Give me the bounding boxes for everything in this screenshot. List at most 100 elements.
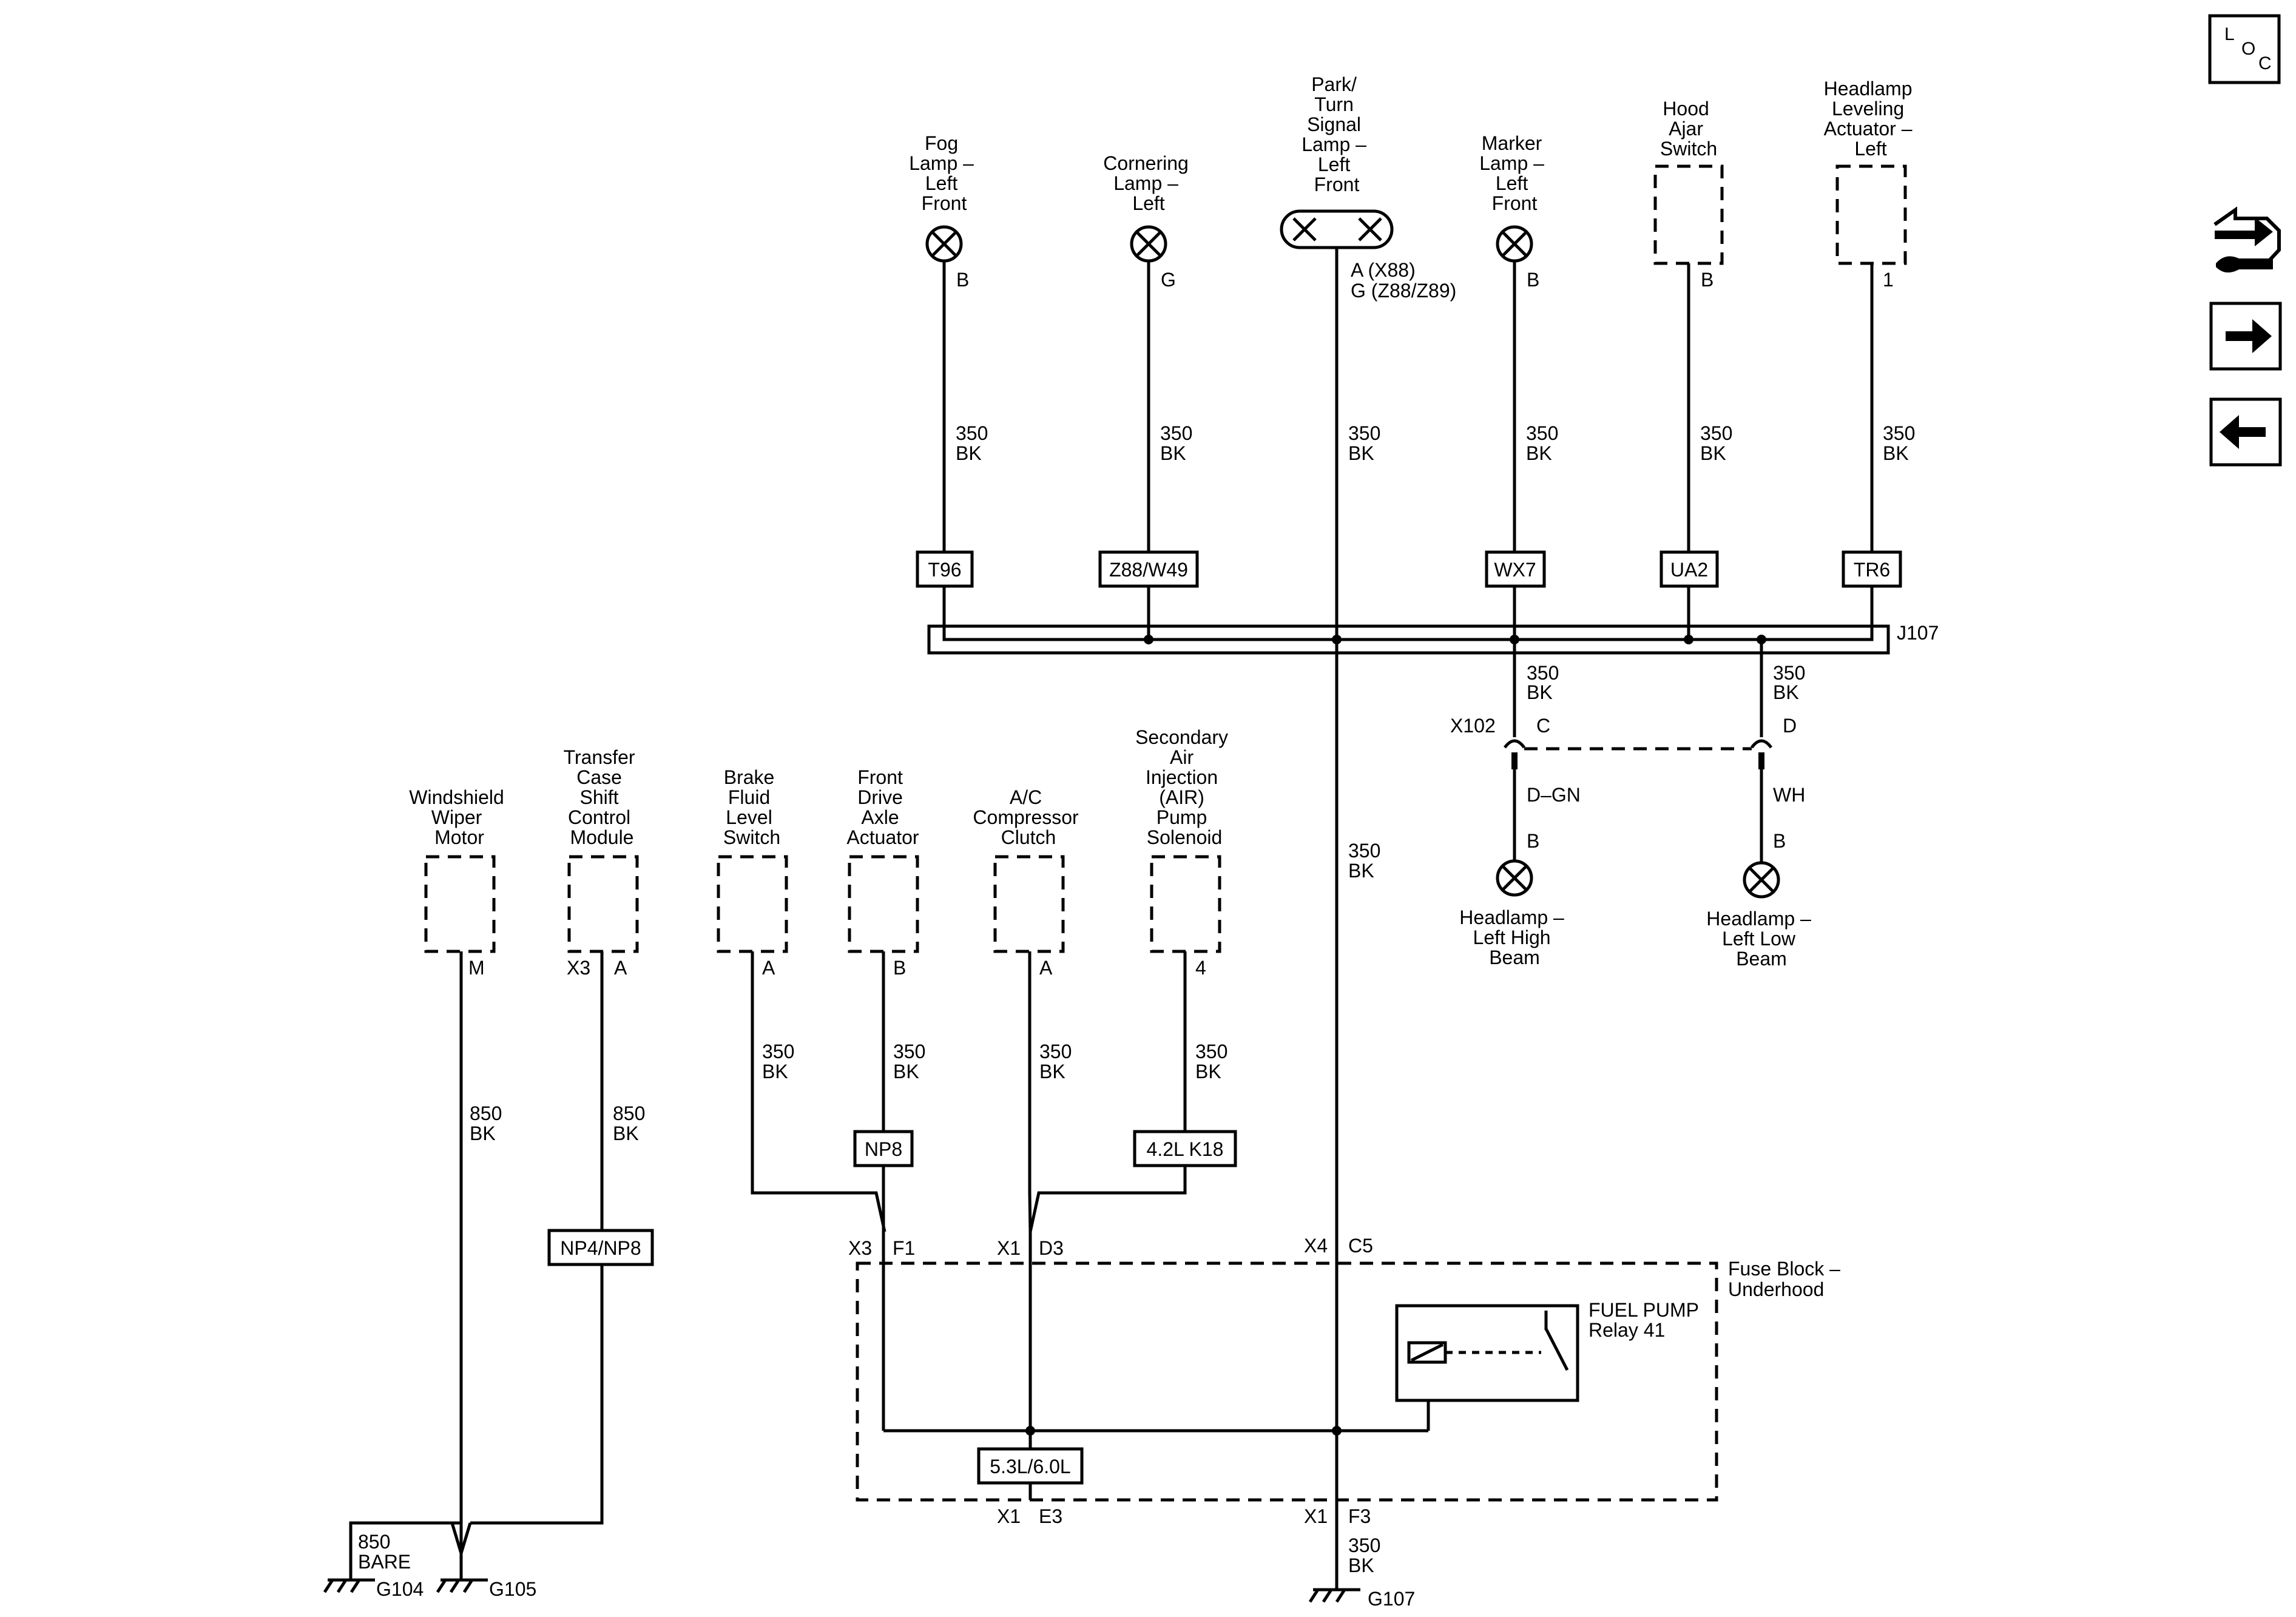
fuel-pump-relay: FUEL PUMP Relay 41 xyxy=(1395,1299,1704,1402)
x102-label: X102 xyxy=(1450,715,1496,737)
lamp-icon xyxy=(1743,861,1780,899)
splice-label: J107 xyxy=(1897,622,1939,644)
relay-switch-icon xyxy=(1544,1328,1569,1371)
fuse-pin-f3: F3 xyxy=(1348,1505,1371,1527)
park-turn-wire-gauge: 350 xyxy=(1348,422,1380,444)
front-drive-axle-actuator: Front Drive Axle Actuator B 350 BK NP8 xyxy=(846,766,925,1233)
lamp-icon xyxy=(1130,225,1167,263)
front-axle-label: Front Drive Axle Actuator xyxy=(846,766,919,848)
hood-ajar-option: UA2 xyxy=(1670,559,1708,581)
secondary-air-pump-solenoid: Secondary Air Injection (AIR) Pump Solen… xyxy=(1028,726,1237,1232)
transfer-case-wire-color: BK xyxy=(613,1122,639,1144)
connector-icon xyxy=(1750,739,1773,749)
fuse-block-label: Fuse Block – Underhood xyxy=(1728,1258,1846,1300)
g104-label: G104 xyxy=(376,1578,424,1600)
x102-pin-c: C xyxy=(1536,715,1550,737)
leveling-actuator-wire-color: BK xyxy=(1883,442,1909,464)
fog-lamp-option: T96 xyxy=(928,559,961,581)
hood-ajar-wire-gauge: 350 xyxy=(1700,422,1732,444)
park-turn-lower-wire-gauge: 350 xyxy=(1348,840,1380,862)
low-beam-pin: B xyxy=(1773,830,1786,852)
transfer-case-option: NP4/NP8 xyxy=(560,1237,641,1259)
transfer-case-wire-gauge: 850 xyxy=(613,1102,645,1124)
fuse-pin-e3: E3 xyxy=(1039,1505,1062,1527)
hood-ajar-wire-color: BK xyxy=(1700,442,1726,464)
brake-fluid-wire-color: BK xyxy=(762,1061,788,1082)
front-axle-option: NP8 xyxy=(865,1138,902,1160)
fog-lamp-left-front: Fog Lamp – Left Front B 350 BK T96 xyxy=(909,132,988,638)
cornering-lamp-wire-gauge: 350 xyxy=(1160,422,1192,444)
fog-lamp-wire-color: BK xyxy=(956,442,982,464)
ground-icon xyxy=(323,1578,375,1593)
leveling-actuator-wire-gauge: 350 xyxy=(1883,422,1915,444)
brake-fluid-label: Brake Fluid Level Switch xyxy=(723,766,780,848)
arrow-right-icon[interactable] xyxy=(2209,302,2282,371)
marker-lamp-pin: B xyxy=(1527,269,1539,291)
cornering-lamp-label: Cornering Lamp – Left xyxy=(1103,152,1194,214)
relay-label: FUEL PUMP Relay 41 xyxy=(1589,1299,1704,1341)
ac-clutch-wire-gauge: 350 xyxy=(1039,1041,1072,1062)
wiper-motor-label: Windshield Wiper Motor xyxy=(409,786,509,848)
fuse-pin-x1-e3: X1 xyxy=(997,1505,1021,1527)
low-beam-wire-after: WH xyxy=(1773,784,1805,806)
transfer-case-shift-control-module: Transfer Case Shift Control Module X3 A … xyxy=(470,746,654,1525)
fog-lamp-label: Fog Lamp – Left Front xyxy=(909,132,979,214)
cornering-lamp-left: Cornering Lamp – Left G 350 BK Z88/W49 xyxy=(1098,152,1199,638)
transfer-case-label: Transfer Case Shift Control Module xyxy=(564,746,641,848)
brake-fluid-wire-gauge: 350 xyxy=(762,1041,794,1062)
park-turn-lamp-label: Park/ Turn Signal Lamp – Left Front xyxy=(1302,73,1372,195)
g107-wire-color: BK xyxy=(1348,1555,1374,1576)
arrow-left-icon[interactable] xyxy=(2209,397,2282,467)
bare-wire-color: BARE xyxy=(358,1551,411,1573)
high-beam-wire-gauge: 350 xyxy=(1527,662,1559,684)
transfer-case-connector: X3 xyxy=(567,957,590,979)
x102-pin-d: D xyxy=(1783,715,1797,737)
ac-clutch-wire-color: BK xyxy=(1039,1061,1065,1082)
ac-compressor-clutch: A/C Compressor Clutch A 350 BK xyxy=(973,786,1079,1232)
dual-lamp-icon xyxy=(1280,209,1394,249)
connector-wrench-icon[interactable] xyxy=(2213,206,2281,273)
ground-icon xyxy=(1308,1588,1360,1603)
air-solenoid-wire-gauge: 350 xyxy=(1195,1041,1227,1062)
headlamp-leveling-actuator-left: Headlamp Leveling Actuator – Left 1 350 … xyxy=(1824,78,1915,638)
brake-fluid-pin: A xyxy=(762,957,775,979)
g105-label: G105 xyxy=(489,1578,536,1600)
fuse-pin-x3: X3 xyxy=(848,1237,872,1259)
air-solenoid-label: Secondary Air Injection (AIR) Pump Solen… xyxy=(1135,726,1234,848)
wiper-motor-pin: M xyxy=(468,957,485,979)
hood-ajar-switch: Hood Ajar Switch B 350 BK UA2 xyxy=(1653,98,1732,638)
fuse-pin-x4: X4 xyxy=(1304,1235,1328,1257)
park-turn-lamp-pin: A (X88) G (Z88/Z89) xyxy=(1351,259,1456,302)
splice-pack-j107: J107 xyxy=(927,622,1939,655)
engine-option: 5.3L/6.0L xyxy=(990,1456,1070,1477)
high-beam-wire-after: D–GN xyxy=(1527,784,1581,806)
low-beam-wire-color: BK xyxy=(1773,681,1799,703)
fuse-pin-x1-f3: X1 xyxy=(1304,1505,1328,1527)
park-turn-wire-color: BK xyxy=(1348,442,1374,464)
front-axle-wire-color: BK xyxy=(893,1061,919,1082)
high-beam-wire-color: BK xyxy=(1527,681,1553,703)
air-solenoid-option: 4.2L K18 xyxy=(1147,1138,1224,1160)
leveling-actuator-pin: 1 xyxy=(1883,269,1894,291)
front-axle-pin: B xyxy=(893,957,906,979)
headlamp-branches: 350 BK 350 BK X102 C D D–GN WH B B Headl… xyxy=(1450,640,1811,970)
cornering-lamp-wire-color: BK xyxy=(1160,442,1186,464)
marker-lamp-option: WX7 xyxy=(1494,559,1536,581)
fuse-pin-c5: C5 xyxy=(1348,1235,1373,1257)
low-beam-wire-gauge: 350 xyxy=(1773,662,1805,684)
lamp-icon xyxy=(925,225,963,263)
cornering-lamp-option: Z88/W49 xyxy=(1109,559,1188,581)
grounds: 850 BARE G104 G105 350 BK G107 xyxy=(323,1521,1415,1610)
cornering-lamp-pin: G xyxy=(1161,269,1176,291)
ac-clutch-pin: A xyxy=(1039,957,1053,979)
svg-text:O: O xyxy=(2241,39,2255,59)
air-solenoid-pin: 4 xyxy=(1195,957,1206,979)
location-button[interactable]: L O C xyxy=(2208,14,2281,84)
high-beam-pin: B xyxy=(1527,830,1539,852)
fuse-pin-d3: D3 xyxy=(1039,1237,1064,1259)
fog-lamp-wire-gauge: 350 xyxy=(956,422,988,444)
marker-lamp-wire-color: BK xyxy=(1526,442,1552,464)
fuse-pin-f1: F1 xyxy=(893,1237,915,1259)
